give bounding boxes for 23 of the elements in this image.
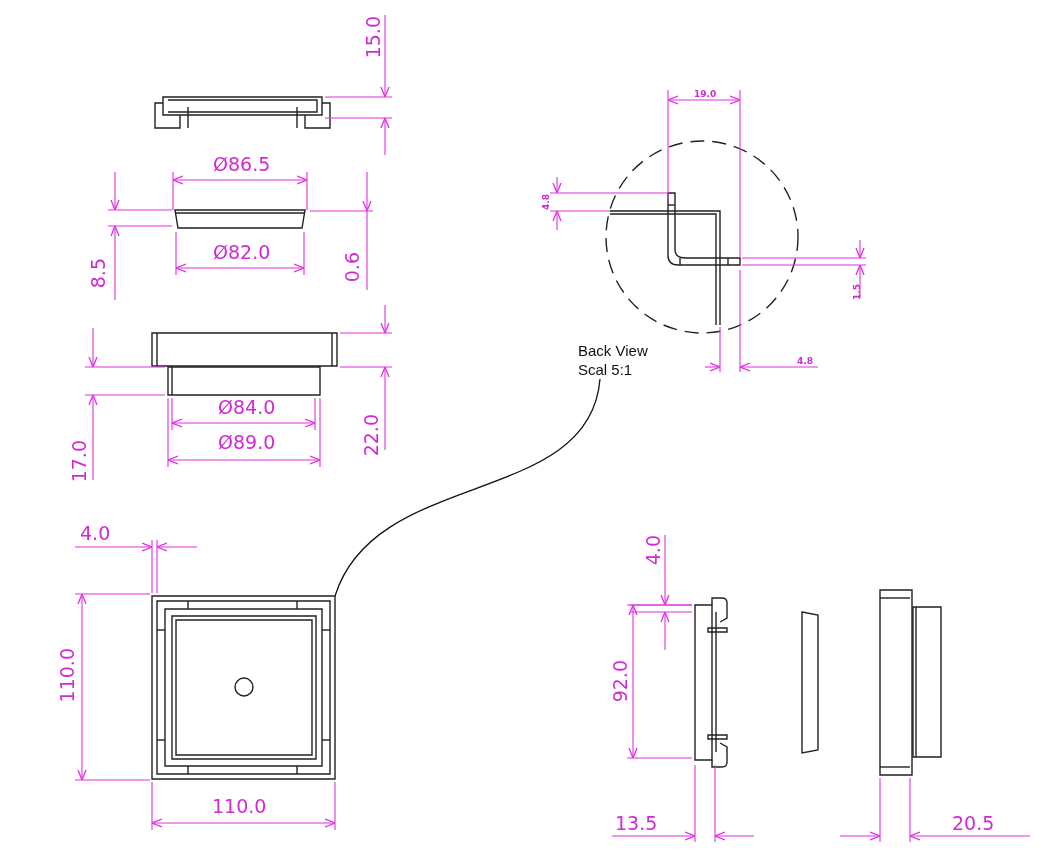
dimension-label: 4.8 — [797, 357, 813, 366]
dimension-label: 1.5 — [853, 284, 862, 300]
dimension-label: 15.0 — [364, 16, 383, 59]
dimension-label: 92.0 — [611, 660, 630, 703]
dimension-label: Ø84.0 — [218, 398, 276, 417]
dimension-label: Ø89.0 — [218, 433, 276, 452]
dimension-label: 4.8 — [542, 194, 551, 210]
front-view-drawing — [151, 595, 336, 780]
dimension-label: 110.0 — [212, 797, 267, 816]
dimension-label: 0.6 — [343, 252, 362, 283]
dimension-label: 22.0 — [362, 414, 381, 457]
dimension-label: Ø86.5 — [213, 155, 271, 174]
dimension-label: 8.5 — [89, 258, 108, 289]
leader-line — [334, 378, 601, 597]
dimension-label: 4.0 — [80, 524, 111, 543]
dimension-label: Ø82.0 — [213, 243, 271, 262]
dimension-label: 20.5 — [952, 814, 995, 833]
view-label: Back View Scal 5:1 — [578, 341, 673, 379]
dimension-label: 110.0 — [58, 648, 77, 703]
dimension-label: 4.0 — [644, 535, 663, 566]
dimension-label: 17.0 — [70, 440, 89, 483]
dimension-label: 13.5 — [615, 814, 658, 833]
dimension-label: 19.0 — [694, 90, 717, 99]
